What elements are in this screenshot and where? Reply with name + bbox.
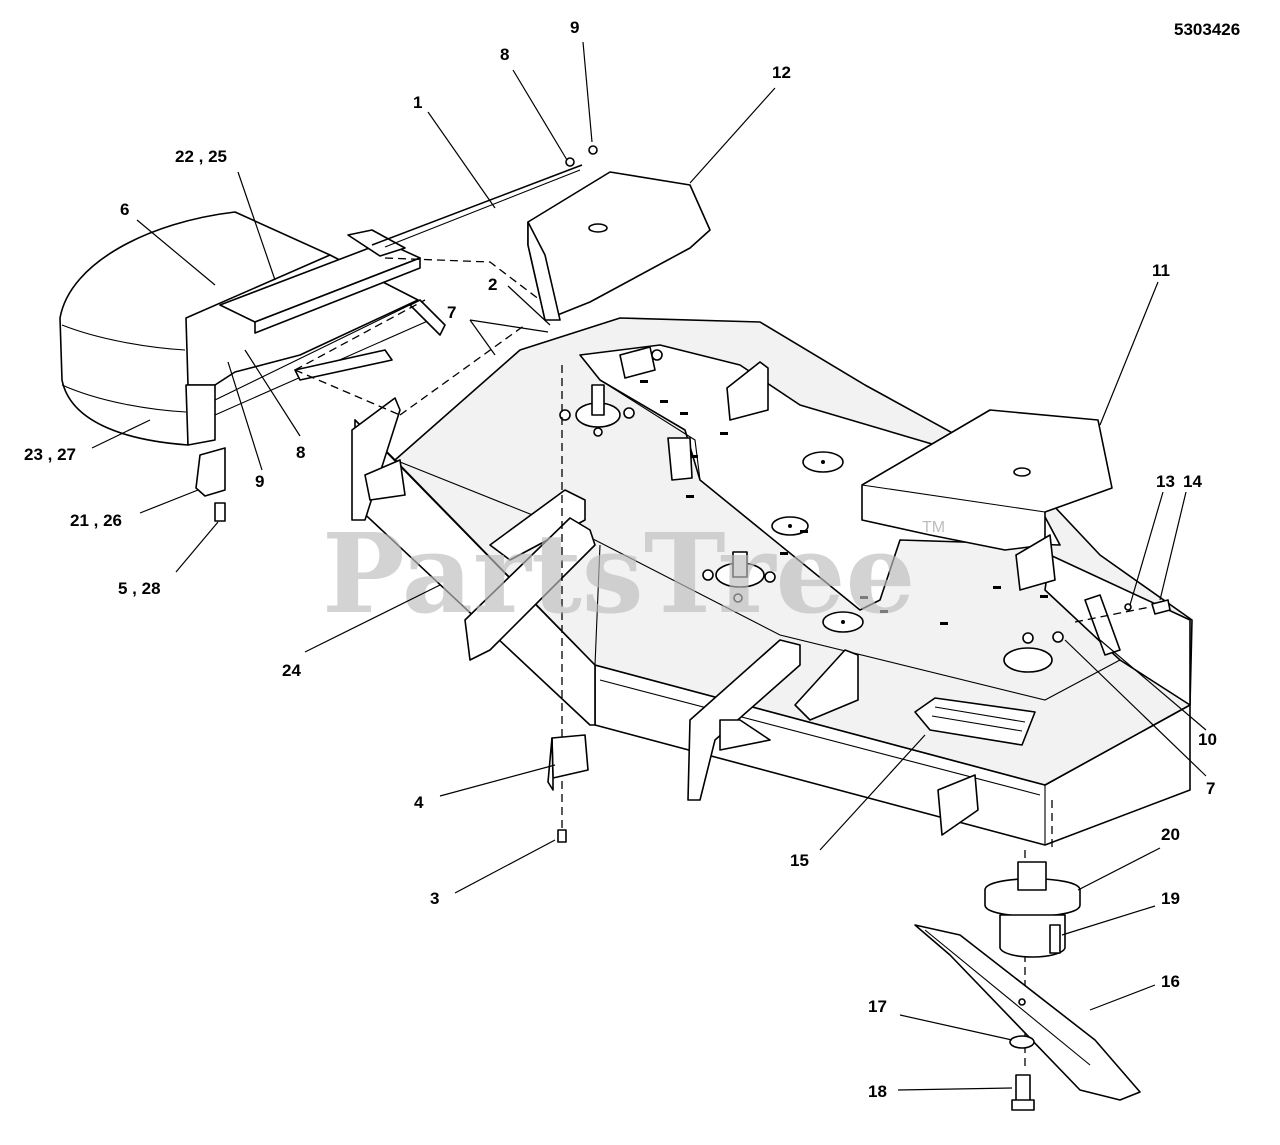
callout-12: 12 — [772, 63, 791, 82]
mower-blade — [914, 924, 1141, 1101]
callout-17: 17 — [868, 997, 887, 1016]
watermark: PartsTree — [322, 509, 916, 638]
part-3-bolt — [557, 829, 567, 843]
callout-2: 2 — [488, 275, 497, 294]
deck-top-brackets — [619, 346, 1121, 656]
callout-9-top: 9 — [570, 18, 579, 37]
deflector-rod — [371, 145, 598, 248]
callout-labels: 1 2 3 4 5 , 28 6 7 7 8 8 9 9 10 11 12 13… — [24, 18, 1217, 1101]
blade-washer — [1009, 1035, 1035, 1049]
callout-10: 10 — [1198, 730, 1217, 749]
hardware-bolt-13-14 — [1074, 599, 1171, 623]
callout-8-top: 8 — [500, 45, 509, 64]
callout-21-26: 21 , 26 — [70, 511, 122, 530]
leader-lines — [91, 41, 1207, 1091]
blade-bolt — [1011, 1074, 1035, 1111]
callout-3: 3 — [430, 889, 439, 908]
callout-1: 1 — [413, 93, 422, 112]
callout-9-bottom: 9 — [255, 472, 264, 491]
part-5-bolt — [214, 502, 226, 522]
spindle-assembly — [984, 861, 1081, 958]
callout-7-right: 7 — [1206, 779, 1215, 798]
callout-23-27: 23 , 27 — [24, 445, 76, 464]
watermark-trademark: TM — [922, 519, 945, 536]
callout-19: 19 — [1161, 889, 1180, 908]
callout-20: 20 — [1161, 825, 1180, 844]
deck-slots — [640, 380, 1048, 625]
front-hanger-brackets — [351, 397, 979, 836]
callout-13: 13 — [1156, 472, 1175, 491]
chute-hinge-bracket — [219, 229, 446, 381]
callout-8-bottom: 8 — [296, 443, 305, 462]
callout-4: 4 — [414, 793, 424, 812]
callout-7-left: 7 — [447, 303, 456, 322]
callout-16: 16 — [1161, 972, 1180, 991]
callout-15: 15 — [790, 851, 809, 870]
callout-5-28: 5 , 28 — [118, 579, 161, 598]
callout-22-25: 22 , 25 — [175, 147, 227, 166]
part-4-bracket — [547, 734, 589, 791]
callout-18: 18 — [868, 1082, 887, 1101]
spindle-tops — [559, 384, 1064, 673]
belt-shield-left — [527, 171, 711, 321]
belt-shield-right — [861, 409, 1113, 551]
deck-pad — [914, 697, 1036, 746]
document-number: 5303426 — [1174, 20, 1240, 39]
callout-6: 6 — [120, 200, 129, 219]
callout-24: 24 — [282, 661, 301, 680]
callout-14: 14 — [1183, 472, 1202, 491]
callout-11: 11 — [1152, 261, 1170, 280]
